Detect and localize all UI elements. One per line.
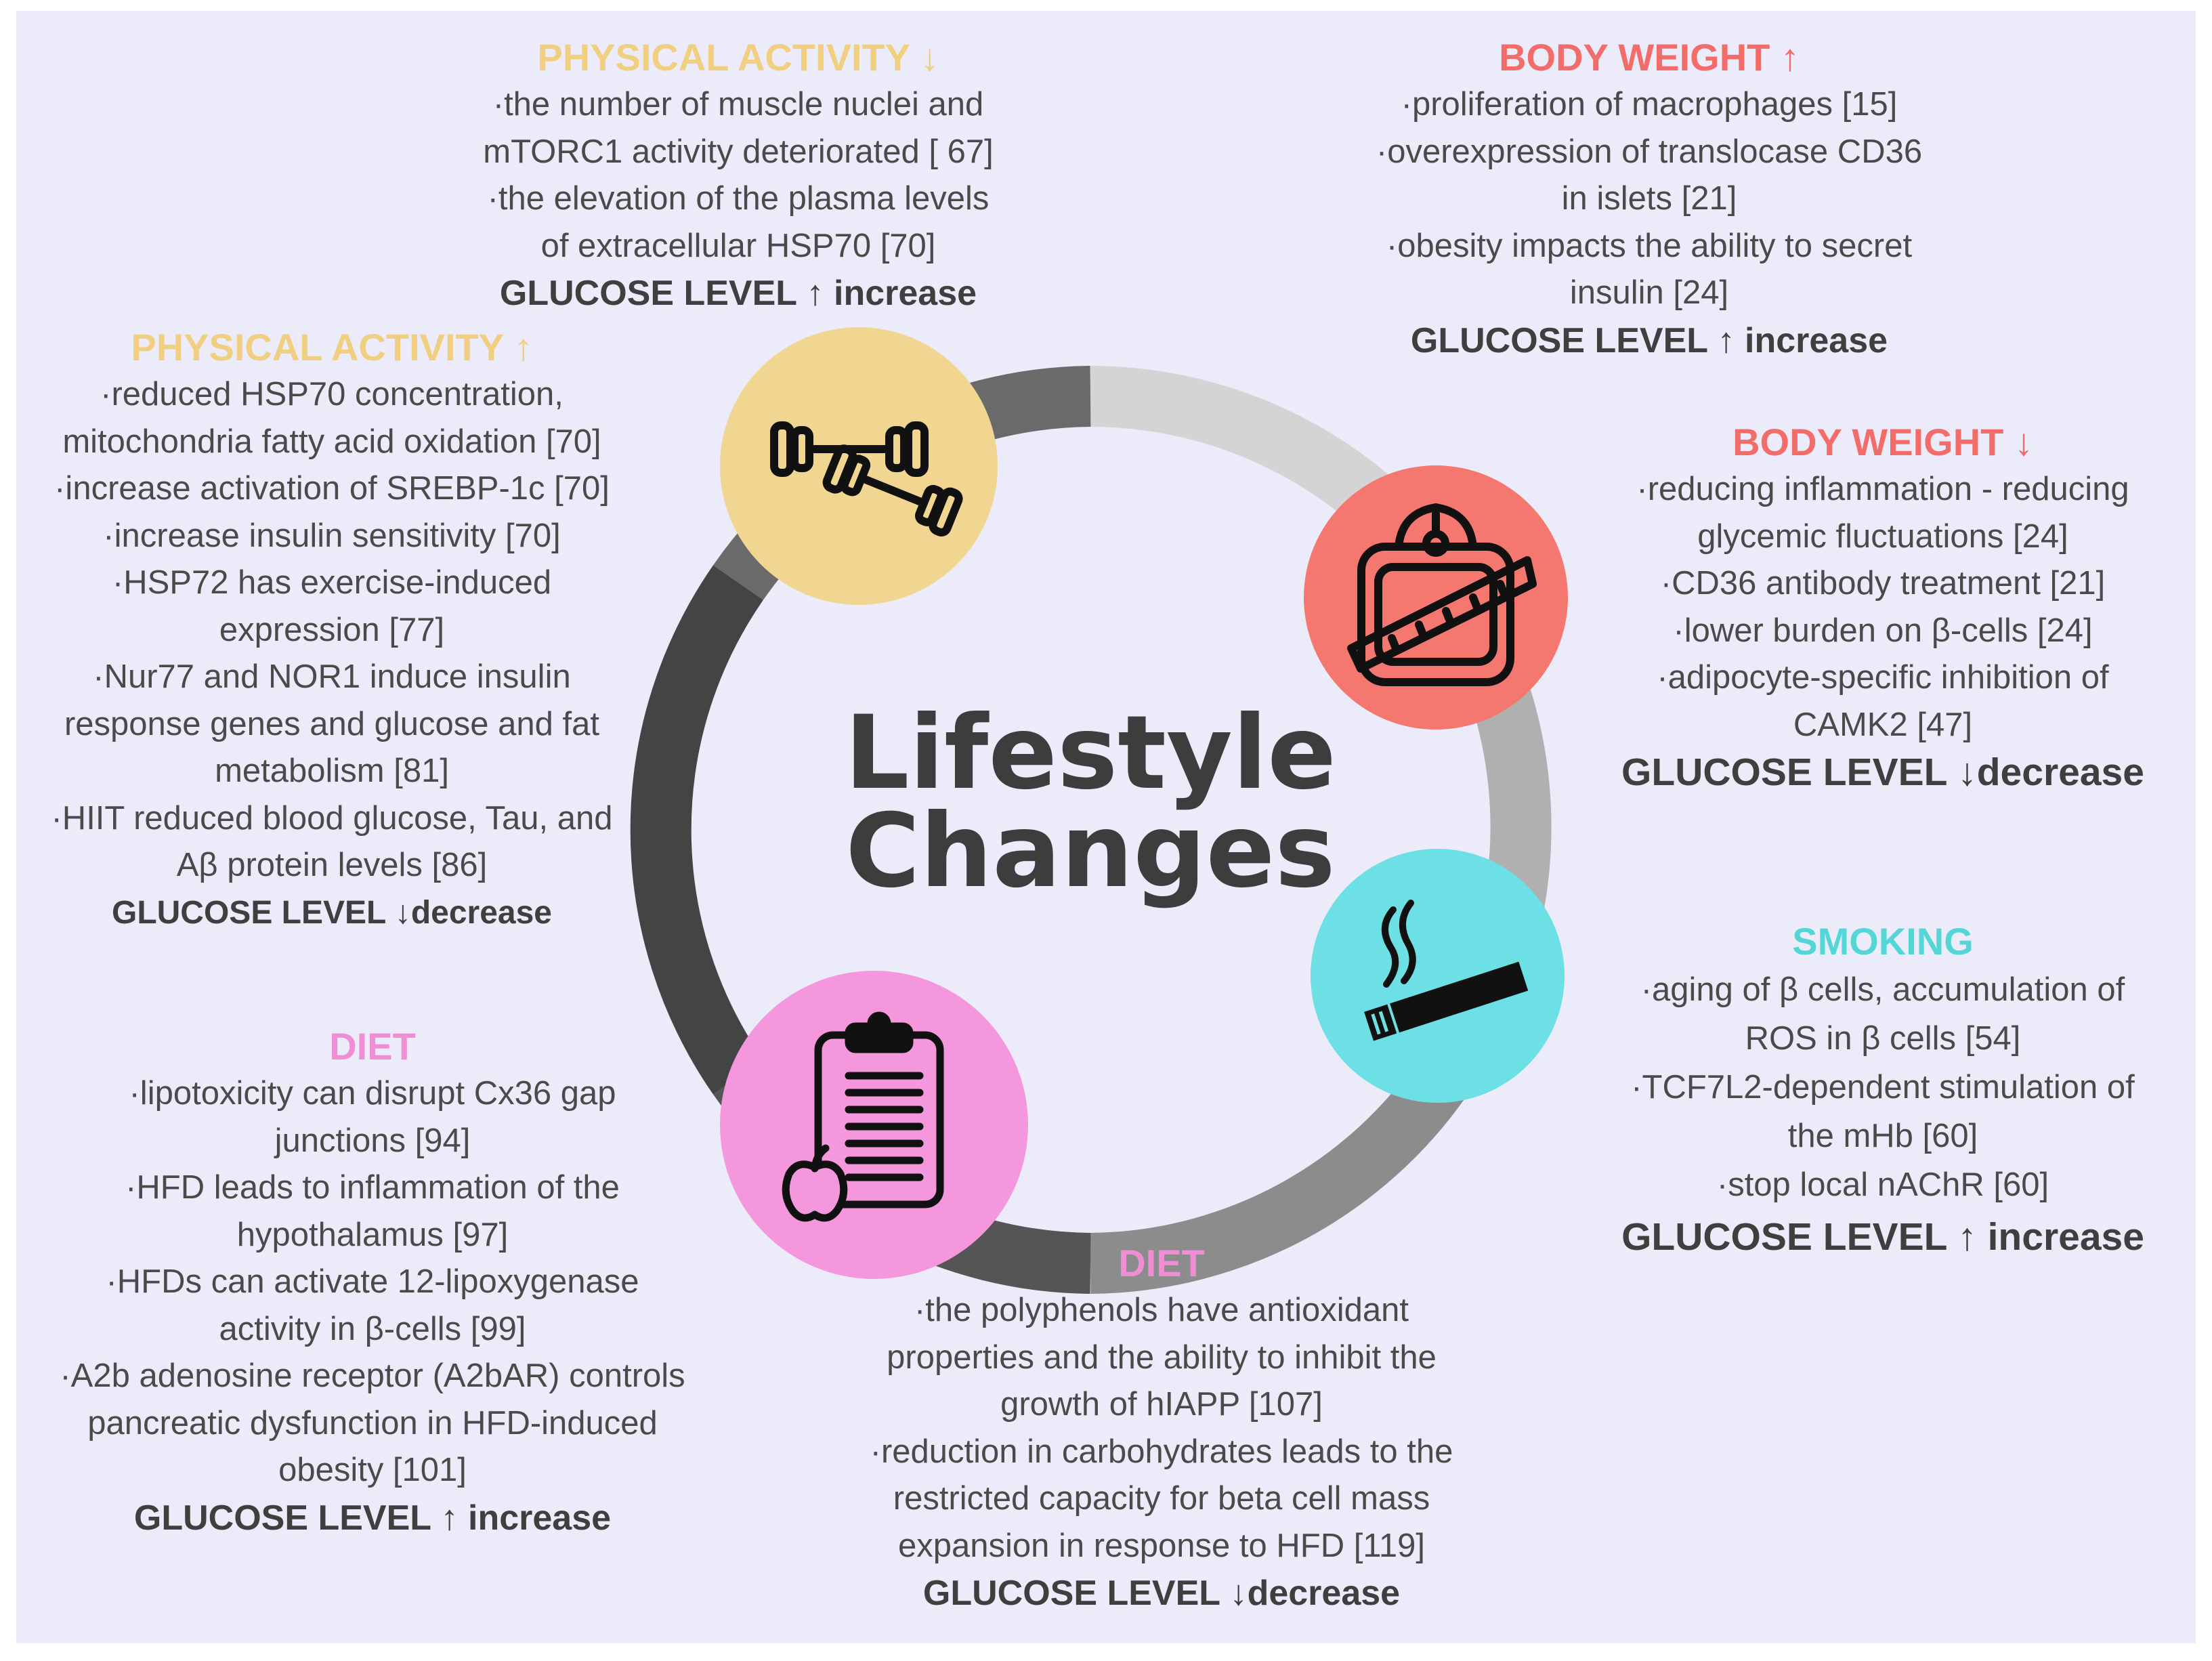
list-item: mitochondria fatty acid oxidation [70] [62,423,601,460]
physical-activity-circle [720,327,998,605]
list-item: ·the elevation of the plasma levels [487,180,990,217]
ring-segment-left [630,565,763,1095]
list-item: response genes and glucose and fat [64,705,600,742]
list-item: the mHb [60] [1787,1118,1978,1154]
list-item: ·Nur77 and NOR1 induce insulin [93,658,571,695]
cigarette-icon [1364,900,1529,1041]
list-item: ·lower burden on β-cells [24] [1673,612,2093,649]
diet-left-block: DIET ·lipotoxicity can disrupt Cx36 gap … [14,1023,731,1542]
body-weight-circle [1304,465,1568,730]
list-item: of extracellular HSP70 [70] [540,227,936,264]
list-item: mTORC1 activity deteriorated [ 67] [483,133,994,170]
glucose-level-label: GLUCOSE LEVEL ↓decrease [922,1574,1401,1613]
list-item: restricted capacity for beta cell mass [893,1480,1430,1517]
diagram-background [16,11,2196,1643]
physical-activity-increase-block: PHYSICAL ACTIVITY ↑ ·reduced HSP70 conce… [14,324,650,937]
list-item: in islets [21] [1561,180,1737,217]
list-item: ·the number of muscle nuclei and [492,86,984,123]
center-title-line1: Lifestyle [845,694,1336,812]
list-item: ·stop local nAChR [60] [1716,1166,2049,1203]
list-item: obesity [101] [278,1452,467,1488]
list-item: hypothalamus [97] [236,1216,509,1253]
list-item: expression [77] [219,611,445,648]
glucose-level-label: GLUCOSE LEVEL ↑ increase [1410,320,1888,360]
list-item: CAMK2 [47] [1793,706,1973,743]
list-item: ·overexpression of translocase CD36 [1376,133,1923,170]
list-item: ·reduction in carbohydrates leads to the [870,1433,1453,1470]
glucose-level-label: GLUCOSE LEVEL ↓decrease [111,894,552,931]
list-item: ·HSP72 has exercise-induced [112,564,552,601]
list-item: properties and the ability to inhibit th… [887,1339,1437,1376]
smoking-circle [1311,849,1565,1103]
dumbbells-icon [770,421,963,537]
diet-circle [720,971,1028,1279]
body-weight-increase-title: BODY WEIGHT ↑ [1499,36,1800,79]
list-item: ·aging of β cells, accumulation of [1640,971,2125,1008]
list-item: ·HFDs can activate 12-lipoxygenase [106,1263,639,1300]
clipboard-apple-icon [782,1011,944,1222]
list-item: ·adipocyte-specific inhibition of [1657,659,2109,696]
scale-measuring-tape-icon [1347,503,1537,686]
diet-bottom-block: DIET ·the polyphenols have antioxidant p… [799,1240,1524,1617]
list-item: activity in β-cells [99] [219,1310,526,1347]
list-item: insulin [24] [1569,274,1729,311]
body-weight-decrease-block: BODY WEIGHT ↓ ·reducing inflammation - r… [1578,419,2188,796]
glucose-level-label: GLUCOSE LEVEL ↑ increase [1621,1215,2144,1259]
list-item: Aβ protein levels [86] [176,847,488,883]
physical-activity-decrease-block: PHYSICAL ACTIVITY ↓ ·the number of muscl… [461,34,1016,317]
list-item: metabolism [81] [215,753,449,789]
list-item: growth of hIAPP [107] [1000,1386,1323,1423]
list-item: ·increase activation of SREBP-1c [70] [54,470,610,507]
glucose-level-label: GLUCOSE LEVEL ↓decrease [1621,751,2144,794]
list-item: ·reducing inflammation - reducing [1636,471,2129,507]
body-weight-decrease-title: BODY WEIGHT ↓ [1732,421,2033,463]
list-item: ·HIIT reduced blood glucose, Tau, and [51,799,613,837]
list-item: ·reduced HSP70 concentration, [100,376,563,413]
center-title: Lifestyle Changes [820,694,1361,910]
list-item: ·CD36 antibody treatment [21] [1660,565,2106,602]
glucose-level-label: GLUCOSE LEVEL ↑ increase [499,274,977,313]
list-item: expansion in response to HFD [119] [897,1527,1426,1564]
list-item: junctions [94] [274,1122,471,1159]
body-weight-increase-block: BODY WEIGHT ↑ ·proliferation of macropha… [1338,34,1961,364]
physical-activity-increase-title: PHYSICAL ACTIVITY ↑ [131,326,533,369]
smoking-title: SMOKING [1792,920,1974,963]
list-item: ·proliferation of macrophages [15] [1401,86,1898,123]
diet-bottom-title: DIET [1118,1242,1205,1284]
glucose-level-label: GLUCOSE LEVEL ↑ increase [133,1498,612,1538]
smoking-block: SMOKING ·aging of β cells, accumulation … [1578,918,2188,1265]
list-item: pancreatic dysfunction in HFD-induced [87,1404,658,1442]
list-item: ·HFD leads to inflammation of the [125,1169,620,1206]
list-item: ·lipotoxicity can disrupt Cx36 gap [129,1075,616,1112]
list-item: ·the polyphenols have antioxidant [914,1292,1409,1328]
physical-activity-decrease-title: PHYSICAL ACTIVITY ↓ [537,36,939,79]
list-item: ·TCF7L2-dependent stimulation of [1631,1069,2135,1106]
list-item: ROS in β cells [54] [1745,1020,2021,1057]
list-item: glycemic fluctuations [24] [1697,518,2068,555]
center-title-line2: Changes [845,793,1336,910]
diet-left-title: DIET [329,1025,416,1068]
list-item: ·increase insulin sensitivity [70] [103,517,561,554]
list-item: ·A2b adenosine receptor (A2bAR) controls [60,1358,685,1394]
list-item: ·obesity impacts the ability to secret [1386,227,1913,264]
